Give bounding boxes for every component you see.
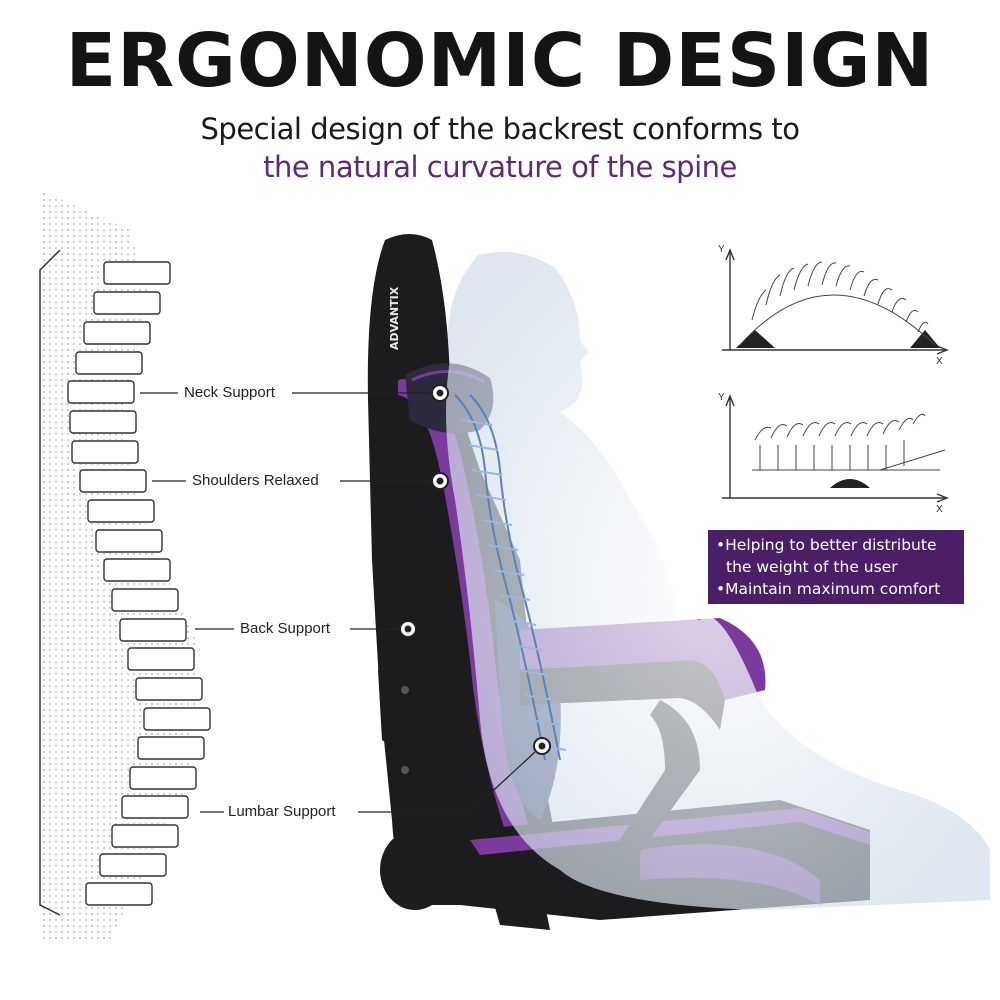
label-shoulders-relaxed: Shoulders Relaxed <box>192 472 319 489</box>
seated-body-silhouette <box>446 251 990 910</box>
callout-lumbar-leader <box>200 737 551 813</box>
chair-spine-overlay <box>454 394 567 761</box>
callout-neck-leader <box>140 384 449 402</box>
label-lumbar-support: Lumbar Support <box>228 803 336 820</box>
subtitle-line-2: the natural curvature of the spine <box>263 150 737 184</box>
spine-graph-bottom: Y X <box>718 392 949 515</box>
subtitle-line-1: Special design of the backrest conforms … <box>200 112 800 146</box>
label-neck-support: Neck Support <box>184 384 275 401</box>
page-title: ERGONOMIC DESIGN <box>65 18 935 104</box>
info-line-3: •Maintain maximum comfort <box>716 580 941 598</box>
callout-back-leader <box>195 620 417 638</box>
callout-shoulders-leader <box>152 472 449 490</box>
info-box: •Helping to better distribute the weight… <box>708 530 964 604</box>
info-line-2: the weight of the user <box>726 558 898 576</box>
graph-bottom-y-label: Y <box>718 392 725 403</box>
spine-graph-top: Y X <box>718 244 949 367</box>
graph-top-y-label: Y <box>718 244 725 255</box>
spine-diagram <box>39 190 211 940</box>
label-back-support: Back Support <box>240 620 331 637</box>
info-line-1: •Helping to better distribute <box>716 536 937 554</box>
graph-bottom-x-label: X <box>936 504 943 515</box>
graph-top-x-label: X <box>936 356 943 367</box>
brand-mark: ADVANTIX <box>388 286 401 350</box>
